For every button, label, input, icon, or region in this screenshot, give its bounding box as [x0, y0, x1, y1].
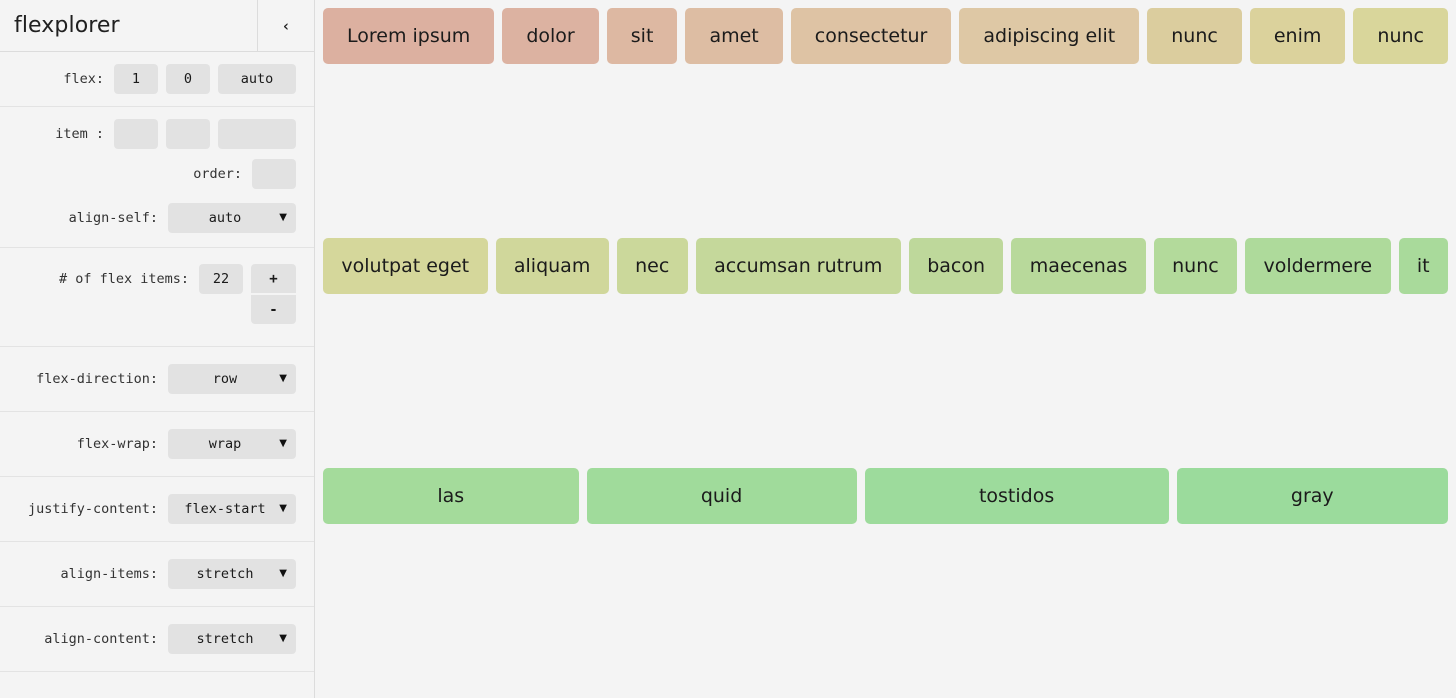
flex-item[interactable]: nec: [616, 238, 688, 294]
justify-content-select[interactable]: flex-startflex-endcenterspace-betweenspa…: [168, 494, 296, 524]
flex-shrink-input[interactable]: [166, 64, 210, 94]
align-content-select[interactable]: stretchflex-startflex-endcenterspace-bet…: [168, 624, 296, 654]
flex-item-count-stepper: + -: [251, 264, 296, 324]
flex-item-count-fields: + -: [199, 264, 296, 324]
align-self-control: autoflex-startflex-endcenterbaselinestre…: [168, 203, 296, 233]
item-flex-shrink-input[interactable]: [166, 119, 210, 149]
row-align-content: align-content: stretchflex-startflex-end…: [0, 607, 314, 672]
item-fields: [114, 119, 296, 149]
app-title: flexplorer: [14, 13, 120, 38]
row-flex: flex:: [0, 52, 314, 107]
item-flex-grow-input[interactable]: [114, 119, 158, 149]
item-flex-basis-input[interactable]: [218, 119, 296, 149]
flex-wrap-control: nowrapwrapwrap-reverse ▼: [168, 429, 296, 459]
label-align-content: align-content:: [44, 631, 158, 647]
flex-item[interactable]: voldermere: [1245, 238, 1391, 294]
row-align-self: align-self: autoflex-startflex-endcenter…: [0, 199, 314, 247]
flex-grow-input[interactable]: [114, 64, 158, 94]
flex-item[interactable]: tostidos: [864, 468, 1169, 524]
flex-item[interactable]: nunc: [1147, 8, 1242, 64]
flex-item[interactable]: dolor: [502, 8, 599, 64]
row-justify-content: justify-content: flex-startflex-endcente…: [0, 477, 314, 542]
row-flex-item-count: # of flex items: + -: [0, 248, 314, 347]
collapse-sidebar-button[interactable]: ‹: [257, 0, 314, 51]
row-order: order:: [0, 155, 314, 199]
align-items-select[interactable]: stretchflex-startflex-endcenterbaseline: [168, 559, 296, 589]
label-order: order:: [193, 166, 242, 182]
row-flex-wrap: flex-wrap: nowrapwrapwrap-reverse ▼: [0, 412, 314, 477]
flex-wrap-select[interactable]: nowrapwrapwrap-reverse: [168, 429, 296, 459]
row-flex-direction: flex-direction: rowrow-reversecolumncolu…: [0, 347, 314, 412]
label-justify-content: justify-content:: [27, 501, 158, 517]
flex-item[interactable]: bacon: [908, 238, 1004, 294]
row-align-items: align-items: stretchflex-startflex-endce…: [0, 542, 314, 607]
flex-item[interactable]: maecenas: [1011, 238, 1146, 294]
label-flex-wrap: flex-wrap:: [76, 436, 158, 452]
align-self-select[interactable]: autoflex-startflex-endcenterbaselinestre…: [168, 203, 296, 233]
flex-item[interactable]: nunc: [1353, 8, 1448, 64]
flex-item[interactable]: aliquam: [495, 238, 609, 294]
align-content-control: stretchflex-startflex-endcenterspace-bet…: [168, 624, 296, 654]
label-item: item :: [55, 126, 104, 142]
controls-sidebar: flexplorer ‹ flex: item :: [0, 0, 315, 698]
flex-fields: [114, 64, 296, 94]
label-flex-item-count: # of flex items:: [58, 271, 189, 287]
flex-item[interactable]: it: [1398, 238, 1449, 294]
flex-item-count-input[interactable]: [199, 264, 243, 294]
flex-item[interactable]: las: [323, 468, 579, 524]
flex-item[interactable]: gray: [1176, 468, 1449, 524]
flex-item[interactable]: consectetur: [790, 8, 952, 64]
label-flex: flex:: [63, 71, 104, 87]
flex-item[interactable]: enim: [1249, 8, 1346, 64]
label-flex-direction: flex-direction:: [36, 371, 158, 387]
label-align-self: align-self:: [68, 210, 158, 226]
justify-content-control: flex-startflex-endcenterspace-betweenspa…: [168, 494, 296, 524]
row-item: item :: [0, 107, 314, 155]
chevron-left-icon: ‹: [281, 16, 291, 35]
flex-direction-select[interactable]: rowrow-reversecolumncolumn-reverse: [168, 364, 296, 394]
flex-item[interactable]: quid: [586, 468, 857, 524]
label-align-items: align-items:: [60, 566, 158, 582]
flex-basis-input[interactable]: [218, 64, 296, 94]
increment-flex-items-button[interactable]: +: [251, 264, 296, 293]
align-items-control: stretchflex-startflex-endcenterbaseline …: [168, 559, 296, 589]
flex-item[interactable]: accumsan rutrum: [695, 238, 901, 294]
flex-item[interactable]: volutpat eget: [323, 238, 488, 294]
flex-item[interactable]: Lorem ipsum: [323, 8, 495, 64]
sidebar-header: flexplorer ‹: [0, 0, 314, 52]
order-input[interactable]: [252, 159, 296, 189]
decrement-flex-items-button[interactable]: -: [251, 295, 296, 324]
flex-item[interactable]: adipiscing elit: [959, 8, 1140, 64]
item-settings-group: item : order: align-self: autoflex-start…: [0, 107, 314, 248]
flex-item[interactable]: sit: [606, 8, 678, 64]
flex-item[interactable]: amet: [685, 8, 783, 64]
flex-item[interactable]: nunc: [1153, 238, 1238, 294]
flex-direction-control: rowrow-reversecolumncolumn-reverse ▼: [168, 364, 296, 394]
order-fields: [252, 159, 296, 189]
